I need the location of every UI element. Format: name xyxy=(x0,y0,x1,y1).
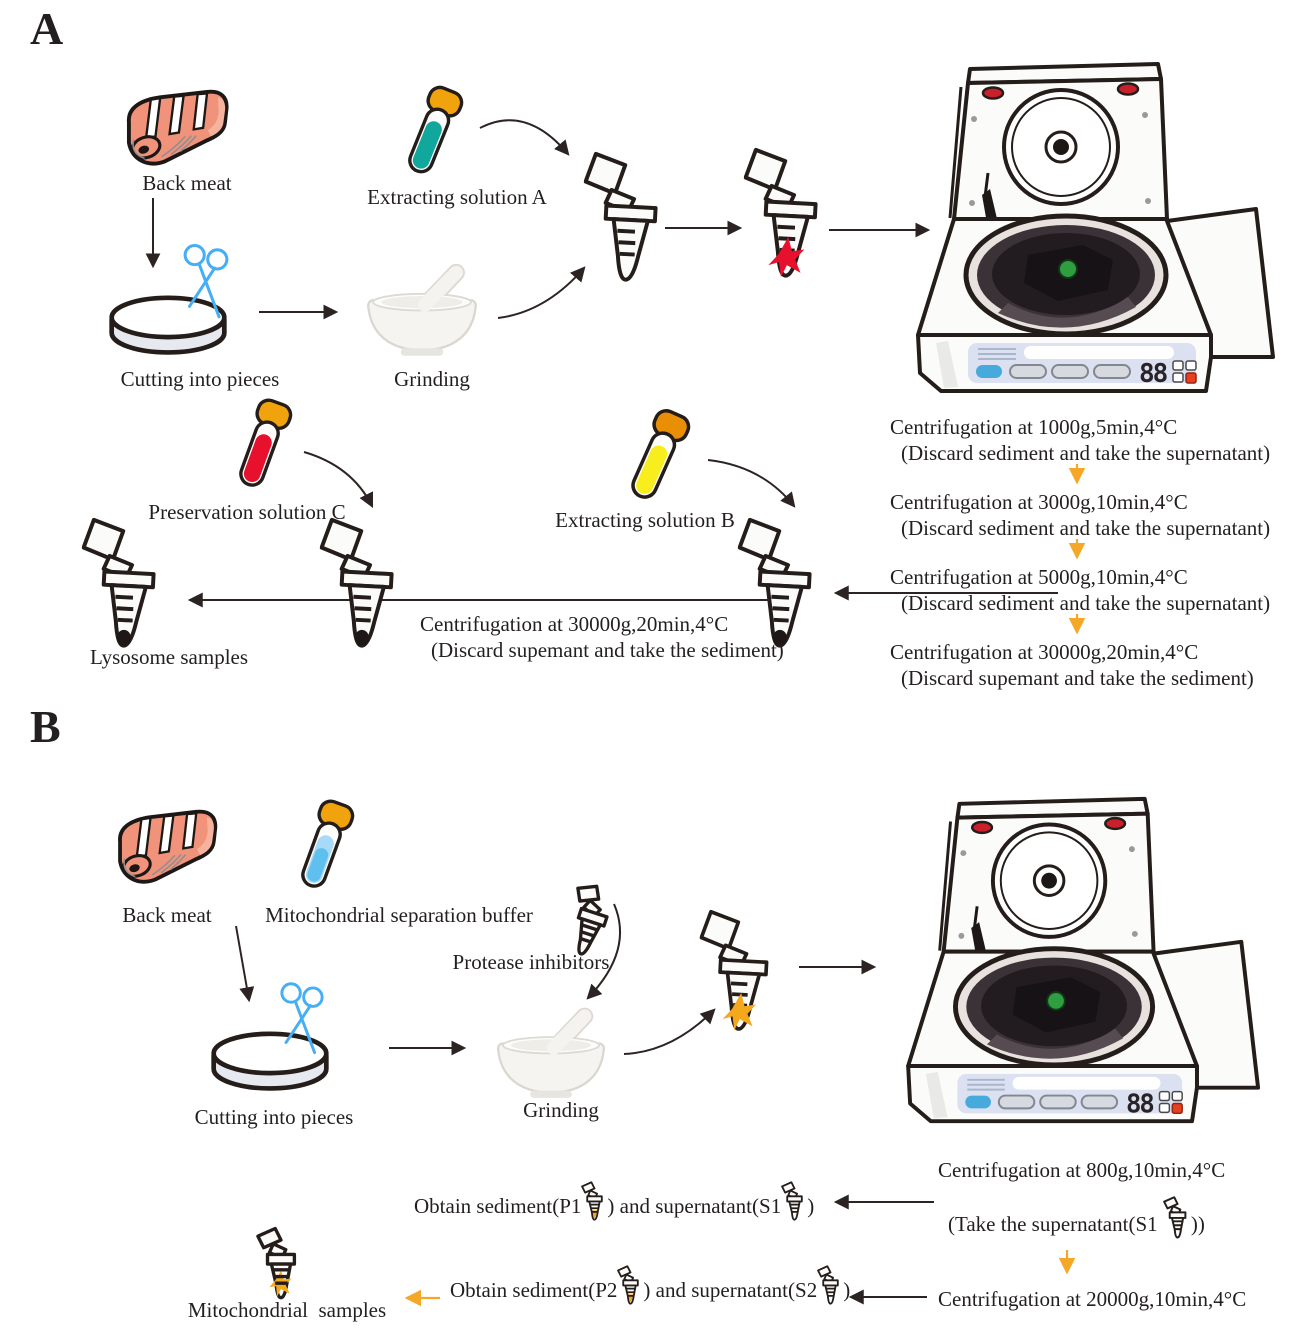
centrifugation-mid-label: Centrifugation at 30000g,20min,4°C (Disc… xyxy=(420,611,784,663)
step-3-line-2: (Discard sediment and take the supernata… xyxy=(901,591,1271,615)
mito-samples-label: Mitochondrial samples xyxy=(187,1298,387,1322)
arrow-step1-to-step2 xyxy=(1068,464,1086,485)
step-1-line-1: Centrifugation at 1000g,5min,4°C xyxy=(890,415,1178,439)
mortar-pestle-icon xyxy=(362,260,482,360)
mito-samples-tube-icon xyxy=(256,1226,304,1304)
homogenate-tube-icon-b xyxy=(695,908,783,1035)
arrow-step3-to-step4 xyxy=(1068,614,1086,635)
arrow-solution-c-to-tube xyxy=(303,451,374,509)
mid-line-1: Centrifugation at 30000g,20min,4°C xyxy=(420,612,729,636)
take-supernatant-row: (Take the supernatant(S1 )) xyxy=(948,1196,1205,1241)
s1-tube-icon xyxy=(781,1181,807,1223)
arrow-grinding-to-tube-b xyxy=(623,1008,716,1055)
take-s1-close: )) xyxy=(1190,1212,1205,1236)
extracting-solution-b-icon xyxy=(612,400,704,510)
grinding-label-b: Grinding xyxy=(523,1098,599,1122)
arrow-tube-to-centrifuge-b xyxy=(799,959,877,975)
arrow-meat-to-cutting xyxy=(145,198,161,269)
arrow-tube-to-centrifuge xyxy=(829,222,931,238)
arrow-obtain-to-mito xyxy=(404,1289,440,1307)
arrow-cutting-to-grinding xyxy=(259,304,339,320)
homogenate-tube-icon xyxy=(579,150,674,286)
red-sample-tube-icon xyxy=(739,146,834,282)
centrifuge-icon xyxy=(908,55,1298,405)
scissors-icon-b xyxy=(276,980,328,1058)
step-3-line-1: Centrifugation at 5000g,10min,4°C xyxy=(890,565,1188,589)
solution-c-label: Preservation solution C xyxy=(148,500,346,524)
centrifugation-step-4: Centrifugation at 30000g,20min,4°C (Disc… xyxy=(890,639,1254,691)
p1-tube-icon xyxy=(581,1181,607,1223)
back-meat-label-b: Back meat xyxy=(122,903,212,927)
arrow-steps-to-tube xyxy=(833,585,1058,601)
extracting-solution-a-icon xyxy=(390,78,476,184)
back-meat-icon xyxy=(114,88,236,170)
cutting-label-b: Cutting into pieces xyxy=(194,1105,354,1129)
preserved-tube-icon xyxy=(315,516,410,652)
step-2-line-2: (Discard sediment and take the supernata… xyxy=(901,516,1271,540)
centrifugation-step-2: Centrifugation at 3000g,10min,4°C (Disca… xyxy=(890,489,1270,541)
arrow-step2-to-step3 xyxy=(1068,539,1086,560)
b-step-20000-label: Centrifugation at 20000g,10min,4°C xyxy=(938,1287,1247,1311)
scissors-icon xyxy=(178,242,234,322)
p2-tube-icon xyxy=(617,1265,643,1307)
arrow-solution-b-to-tube xyxy=(707,459,796,508)
obtain-p1-s1-row: Obtain sediment(P1 ) and supernatant(S1) xyxy=(414,1181,814,1223)
panel-b-label: B xyxy=(30,701,61,752)
solution-a-label: Extracting solution A xyxy=(367,185,547,209)
obtain-p2-close: ) xyxy=(843,1278,851,1302)
obtain-p2-text: Obtain sediment(P2 xyxy=(450,1278,618,1302)
preservation-solution-c-icon xyxy=(221,391,305,497)
mito-buffer-label: Mitochondrial separation buffer xyxy=(265,903,533,927)
centrifuge-icon-b xyxy=(898,790,1283,1135)
back-meat-label: Back meat xyxy=(142,171,232,195)
step-4-line-2: (Discard supemant and take the sediment) xyxy=(901,666,1254,690)
mito-buffer-icon xyxy=(283,792,367,898)
lysosome-tube-icon xyxy=(77,516,172,652)
arrow-take-to-20000 xyxy=(1058,1250,1076,1275)
obtain-s2-text: ) and supernatant(S2 xyxy=(643,1278,818,1302)
s1-supernatant-tube-icon xyxy=(1163,1196,1191,1241)
mid-line-2: (Discard supemant and take the sediment) xyxy=(431,638,784,662)
obtain-p1-close: ) xyxy=(807,1194,815,1218)
step-1-line-2: (Discard sediment and take the supernata… xyxy=(901,441,1271,465)
arrow-tube-to-lysosome xyxy=(187,592,770,608)
s2-tube-icon xyxy=(817,1265,843,1307)
panel-a-label: A xyxy=(30,3,64,54)
centrifugation-step-1: Centrifugation at 1000g,5min,4°C (Discar… xyxy=(890,414,1270,466)
step-2-line-1: Centrifugation at 3000g,10min,4°C xyxy=(890,490,1188,514)
take-s1-text: (Take the supernatant(S1 xyxy=(948,1212,1163,1236)
step-4-line-1: Centrifugation at 30000g,20min,4°C xyxy=(890,640,1199,664)
arrow-tube-to-tube xyxy=(665,220,743,236)
grinding-label: Grinding xyxy=(394,367,470,391)
mortar-pestle-icon-b xyxy=(492,1004,610,1102)
obtain-s1-text: ) and supernatant(S1 xyxy=(607,1194,782,1218)
obtain-p1-text: Obtain sediment(P1 xyxy=(414,1194,582,1218)
lysosome-label: Lysosome samples xyxy=(89,645,249,669)
cutting-label: Cutting into pieces xyxy=(120,367,280,391)
protease-label: Protease inhibitors xyxy=(452,950,610,974)
arrow-to-obtain-p2 xyxy=(848,1289,927,1305)
arrow-protease-to-mortar xyxy=(586,903,621,1000)
centrifugation-step-3: Centrifugation at 5000g,10min,4°C (Disca… xyxy=(890,564,1270,616)
solution-b-label: Extracting solution B xyxy=(555,508,735,532)
arrow-solution-a-to-tube xyxy=(479,119,570,156)
b-step-800-label: Centrifugation at 800g,10min,4°C xyxy=(938,1158,1226,1182)
arrow-meat-to-cutting-b xyxy=(235,925,255,1003)
obtain-p2-s2-row: Obtain sediment(P2 ) and supernatant(S2) xyxy=(450,1265,850,1307)
back-meat-icon-b xyxy=(106,808,224,888)
arrow-grinding-to-tube xyxy=(497,266,586,319)
arrow-to-obtain-p1 xyxy=(833,1194,934,1210)
arrow-cutting-to-grinding-b xyxy=(389,1040,467,1056)
